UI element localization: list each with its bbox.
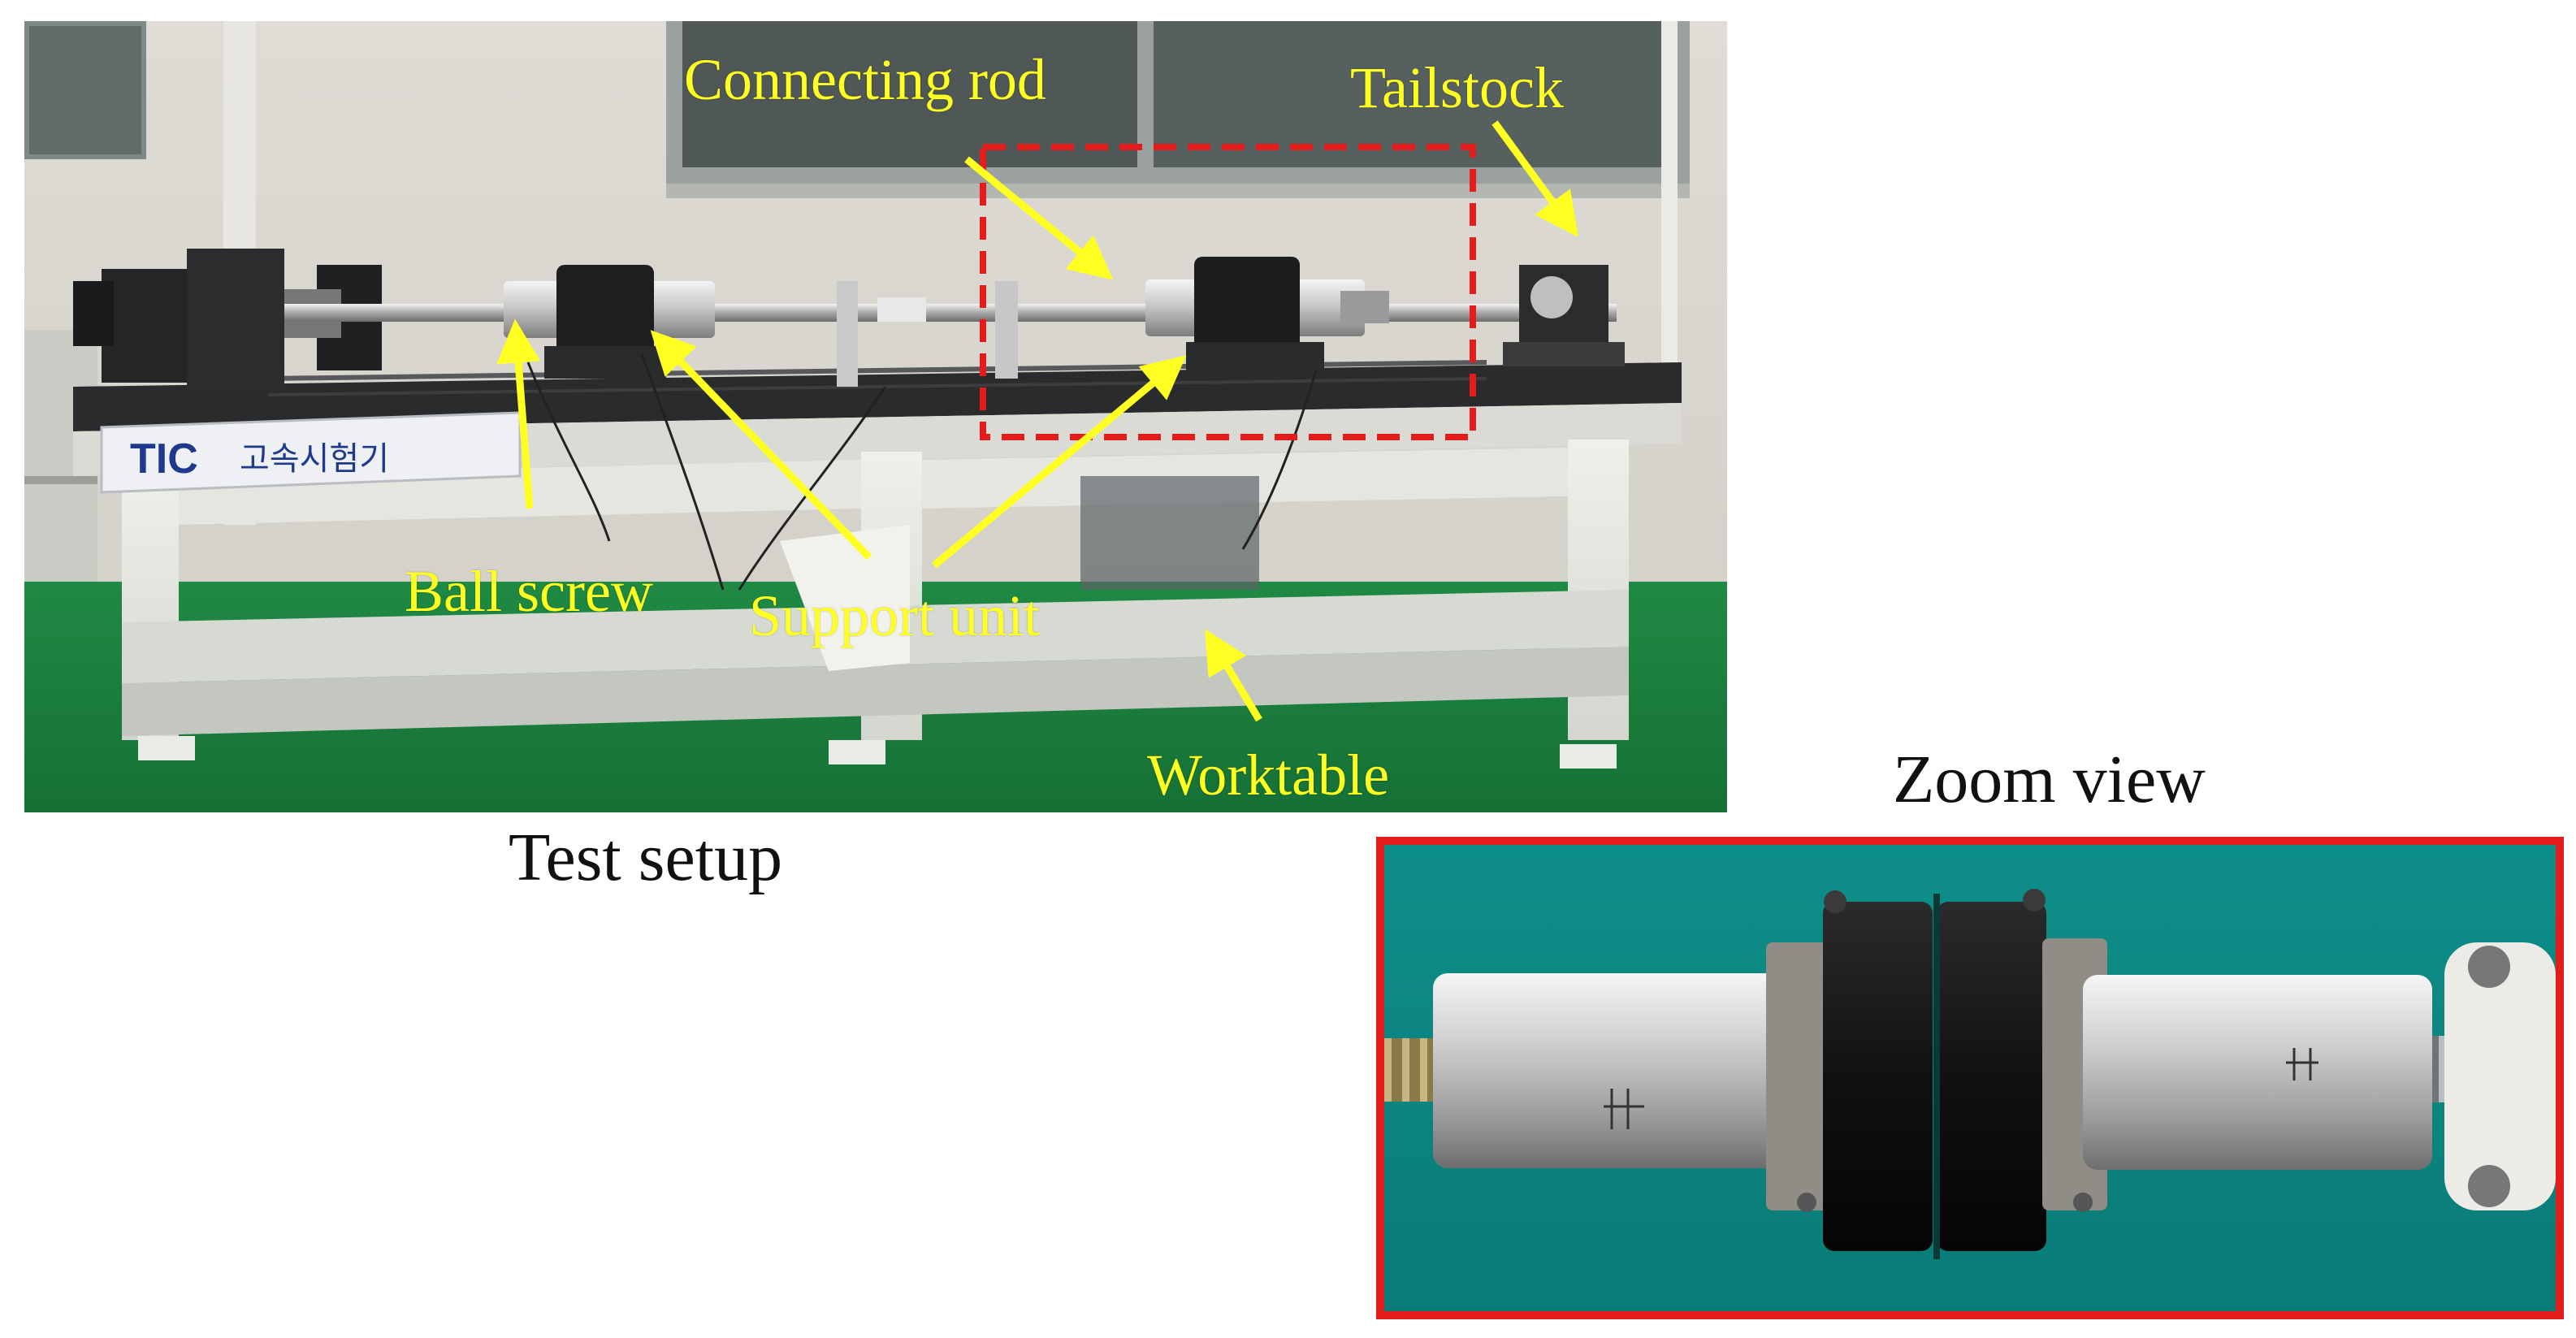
tailstock-arrow <box>1491 120 1578 237</box>
zoom-view-photo <box>1376 837 2564 1319</box>
label-support-unit: Support unit <box>749 583 1041 648</box>
support-unit-arrow-right <box>932 355 1187 569</box>
label-worktable: Worktable <box>1147 743 1390 808</box>
label-tailstock: Tailstock <box>1350 55 1564 120</box>
zoom-region-box <box>980 144 1476 440</box>
test-setup-photo: TIC 고속시험기 <box>24 21 1727 812</box>
ball-screw-arrow <box>496 318 541 509</box>
support-unit-arrow-left <box>650 330 872 561</box>
caption-test-setup: Test setup <box>509 820 783 895</box>
connecting-rod-arrow <box>964 156 1114 280</box>
label-ball-screw: Ball screw <box>405 559 653 624</box>
label-connecting-rod: Connecting rod <box>684 47 1046 112</box>
worktable-arrow <box>1205 629 1262 722</box>
machine-brand-text: TIC <box>130 435 198 483</box>
machine-name-text: 고속시험기 <box>240 440 389 478</box>
caption-zoom-view: Zoom view <box>1893 742 2206 817</box>
